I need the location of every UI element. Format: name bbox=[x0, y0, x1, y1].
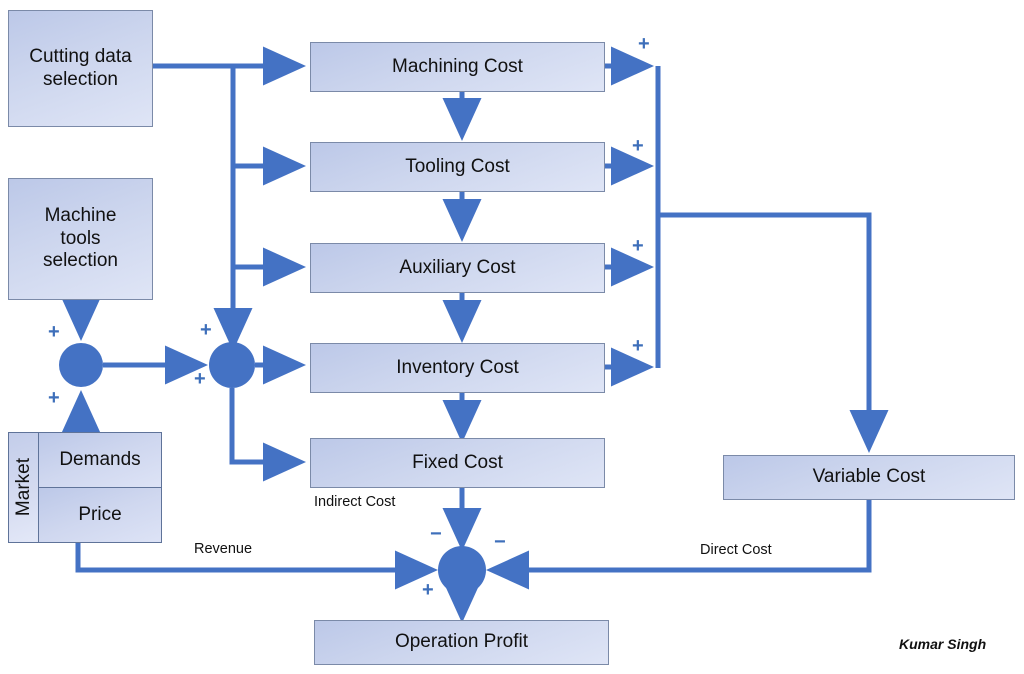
node-inventory-cost-label: Inventory Cost bbox=[396, 356, 519, 378]
node-machining-cost-label: Machining Cost bbox=[392, 55, 523, 77]
plus-sign-auxiliary-output: + bbox=[632, 235, 644, 257]
market-row-demands-label: Demands bbox=[59, 449, 141, 470]
edge-junction2-to-fixed bbox=[229, 388, 306, 482]
market-row-demands[interactable]: Demands bbox=[39, 433, 161, 488]
label-direct-cost: Direct Cost bbox=[700, 542, 772, 558]
edge-revenue-to-profit-junction bbox=[75, 543, 438, 590]
node-operation-profit[interactable]: Operation Profit bbox=[314, 620, 609, 665]
plus-sign-machining-output: + bbox=[638, 33, 650, 55]
market-cells: Demands Price bbox=[39, 433, 161, 542]
plus-sign-junction1-bottom: + bbox=[48, 387, 60, 409]
node-tooling-cost-label: Tooling Cost bbox=[405, 155, 510, 177]
node-machining-cost[interactable]: Machining Cost bbox=[310, 42, 605, 92]
label-revenue: Revenue bbox=[194, 541, 253, 557]
node-variable-cost-label: Variable Cost bbox=[812, 466, 926, 488]
market-row-price-label: Price bbox=[78, 504, 122, 525]
node-market-table[interactable]: Market Demands Price bbox=[8, 432, 162, 543]
node-cutting-data-selection[interactable]: Cutting data selection bbox=[8, 10, 153, 127]
market-side-label-cell: Market bbox=[9, 433, 39, 542]
summing-junction-profit bbox=[438, 546, 486, 594]
plus-sign-inventory-output: + bbox=[632, 335, 644, 357]
edge-collector-to-variable bbox=[658, 212, 889, 453]
node-operation-profit-label: Operation Profit bbox=[394, 631, 529, 653]
node-variable-cost[interactable]: Variable Cost bbox=[723, 455, 1015, 500]
node-auxiliary-cost-label: Auxiliary Cost bbox=[399, 256, 516, 278]
plus-sign-junction2-bottom: + bbox=[194, 368, 206, 390]
market-side-label: Market bbox=[12, 458, 34, 517]
market-row-price[interactable]: Price bbox=[39, 488, 161, 542]
summing-junction-2 bbox=[209, 342, 255, 388]
label-indirect-cost: Indirect Cost bbox=[314, 494, 396, 510]
summing-junction-1 bbox=[59, 343, 103, 387]
node-fixed-cost[interactable]: Fixed Cost bbox=[310, 438, 605, 488]
node-machine-tools-selection[interactable]: Machine tools selection bbox=[8, 178, 153, 300]
node-cutting-data-selection-label: Cutting data selection bbox=[29, 46, 132, 90]
edge-variable-to-profit-junction bbox=[486, 500, 872, 590]
node-tooling-cost[interactable]: Tooling Cost bbox=[310, 142, 605, 192]
plus-sign-profit-bottom: + bbox=[422, 579, 434, 601]
node-auxiliary-cost[interactable]: Auxiliary Cost bbox=[310, 243, 605, 293]
plus-sign-tooling-output: + bbox=[632, 135, 644, 157]
plus-sign-junction2-top: + bbox=[200, 319, 212, 341]
plus-sign-junction1-top: + bbox=[48, 321, 60, 343]
minus-sign-profit-top: − bbox=[430, 523, 442, 545]
node-inventory-cost[interactable]: Inventory Cost bbox=[310, 343, 605, 393]
node-fixed-cost-label: Fixed Cost bbox=[412, 451, 503, 473]
minus-sign-profit-right: − bbox=[494, 531, 506, 553]
author-signature: Kumar Singh bbox=[899, 636, 987, 652]
node-machine-tools-selection-label: Machine tools selection bbox=[43, 205, 118, 272]
